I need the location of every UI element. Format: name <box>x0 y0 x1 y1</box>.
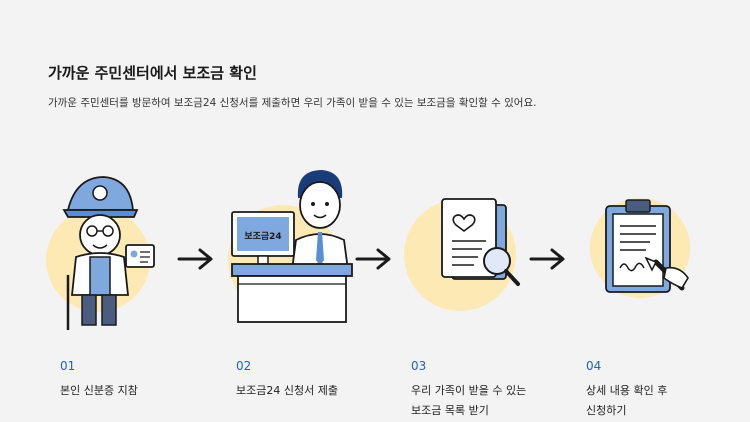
step-label: 보조금24 신청서 제출 <box>236 381 338 401</box>
step-number: 04 <box>586 359 602 373</box>
clerk-at-desk-with-monitor-icon: 보조금24 <box>228 170 353 323</box>
arrow-right-icon <box>355 248 391 270</box>
step-label-line: 보조금 목록 받기 <box>411 404 489 417</box>
step-label-line: 신청하기 <box>586 404 627 417</box>
step-label: 우리 가족이 받을 수 있는 보조금 목록 받기 <box>411 381 526 421</box>
step-label: 상세 내용 확인 후 신청하기 <box>586 381 667 421</box>
step-number: 03 <box>411 359 427 373</box>
step-label-line: 우리 가족이 받을 수 있는 <box>411 384 527 397</box>
step-label-line: 상세 내용 확인 후 <box>586 384 668 397</box>
step-label-line: 보조금24 신청서 제출 <box>236 384 338 397</box>
step-label: 본인 신분증 지참 <box>60 381 138 401</box>
step-number: 02 <box>236 359 252 373</box>
arrow-right-icon <box>529 248 565 270</box>
clipboard-with-pen-signing-icon <box>590 198 690 298</box>
step-number: 01 <box>60 359 76 373</box>
section-title: 가까운 주민센터에서 보조금 확인 <box>48 64 257 82</box>
step-label-line: 본인 신분증 지참 <box>60 384 138 397</box>
section-description: 가까운 주민센터를 방문하여 보조금24 신청서를 제출하면 우리 가족이 받을… <box>48 97 537 109</box>
document-with-magnifier-icon <box>404 198 520 311</box>
arrow-right-icon <box>177 248 213 270</box>
monitor-screen-text: 보조금24 <box>244 231 281 242</box>
elderly-man-with-id-card-icon <box>46 176 155 330</box>
